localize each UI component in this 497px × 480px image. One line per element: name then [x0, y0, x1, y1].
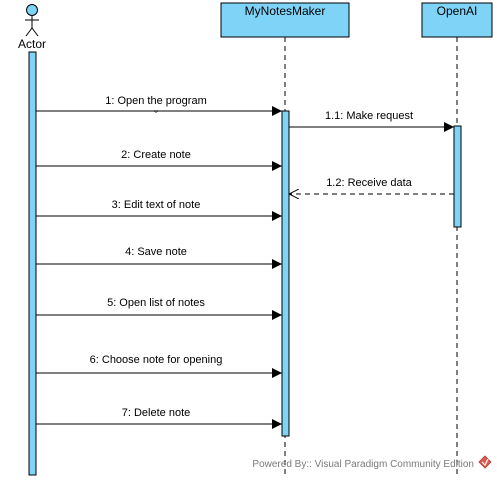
message-label-1: 1: Open the program: [105, 95, 207, 107]
activation-bar-openai[interactable]: [453, 125, 462, 228]
actor-left-leg: [25, 27, 33, 37]
message-label-4: 4: Save note: [125, 246, 187, 258]
actor-head: [26, 4, 38, 16]
message-label-3: 3: Edit text of note: [112, 199, 201, 211]
message-label-5: 5: Open list of notes: [107, 297, 205, 309]
visual-paradigm-logo-icon: [478, 455, 492, 469]
message-label-7: 7: Delete note: [122, 407, 191, 419]
actor-figure[interactable]: [25, 4, 39, 37]
activation-bar-mynotesmaker[interactable]: [281, 110, 290, 437]
activation-bar-actor[interactable]: [28, 51, 37, 476]
participant-label-mynotesmaker: MyNotesMaker: [245, 4, 326, 18]
participant-box-openai[interactable]: [421, 2, 493, 38]
message-label-2: 2: Create note: [121, 149, 191, 161]
message-label-6: 6: Choose note for opening: [90, 354, 223, 366]
watermark-text: Powered By:: Visual Paradigm Community E…: [252, 459, 474, 470]
message-label-1-2: 1.2: Receive data: [326, 177, 412, 189]
message-label-1-cursor: ᵕ: [154, 106, 158, 118]
message-label-1-1: 1.1: Make request: [325, 110, 413, 122]
participant-label-openai: OpenAI: [437, 4, 478, 18]
actor-label: Actor: [18, 37, 46, 51]
actor-right-leg: [31, 27, 39, 37]
participant-box-mynotesmaker[interactable]: [220, 2, 350, 38]
